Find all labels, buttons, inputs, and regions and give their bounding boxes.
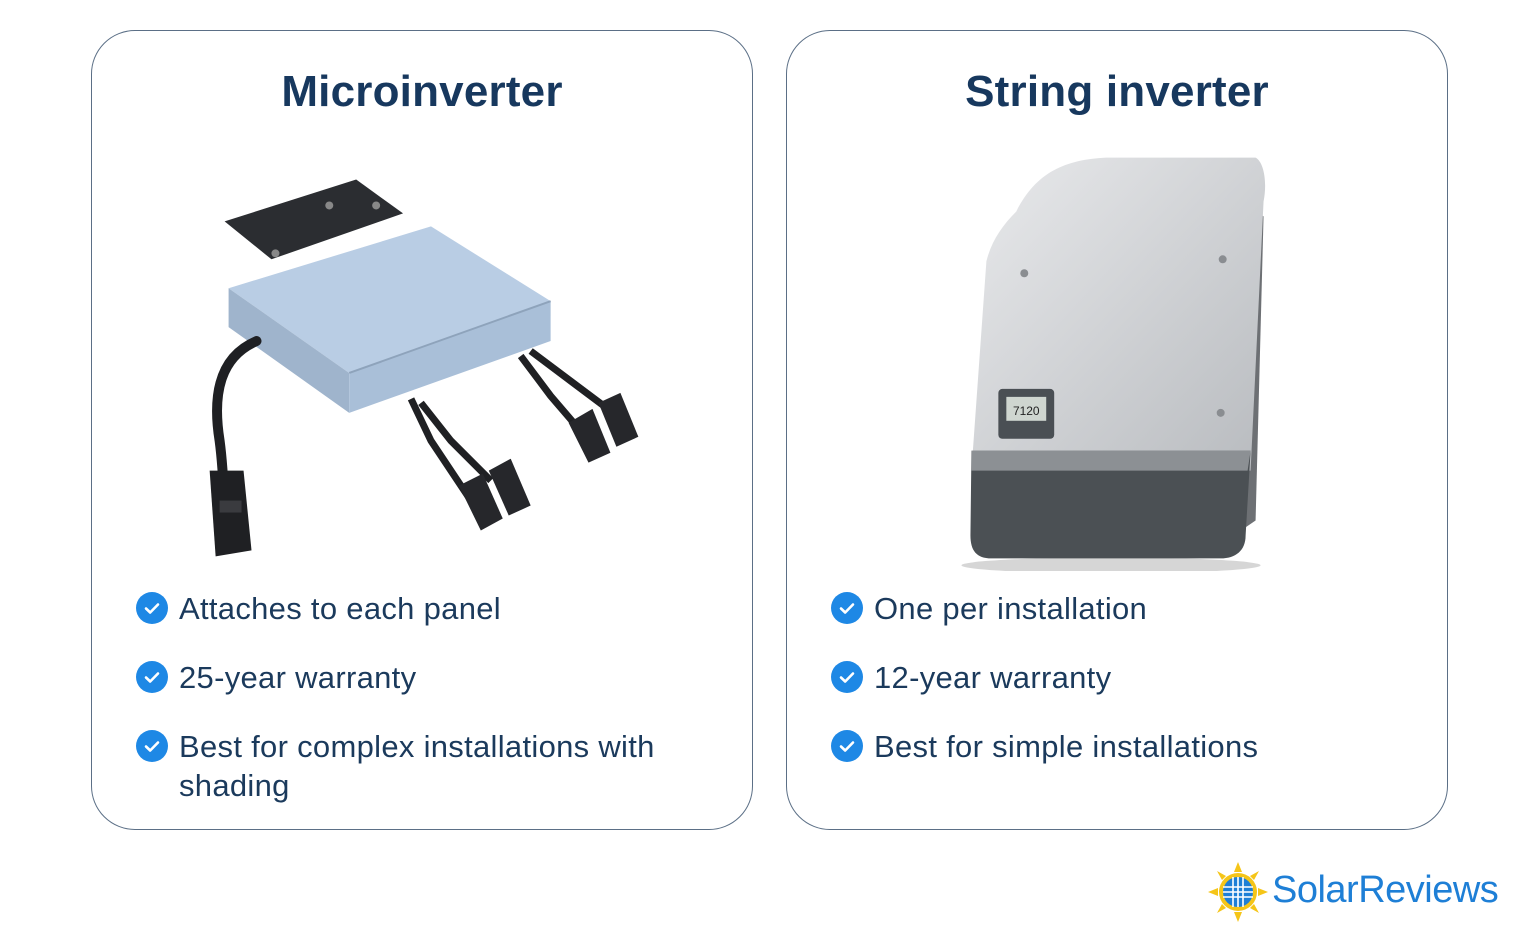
feature-text: One per installation	[874, 591, 1148, 626]
feature-item: Best for simple installations	[831, 727, 1391, 766]
check-icon	[831, 661, 863, 693]
solarreviews-logo[interactable]: SolarReviews	[1208, 862, 1518, 922]
string-inverter-card: String inverter 7120 One per installatio…	[786, 30, 1448, 830]
feature-text: Best for complex installations with shad…	[179, 729, 655, 803]
feature-text: 25-year warranty	[179, 660, 417, 695]
microinverter-card: Microinverter Attaches to each panel	[91, 30, 753, 830]
feature-item: One per installation	[831, 589, 1391, 628]
check-icon	[136, 592, 168, 624]
string-inverter-image: 7120	[961, 157, 1266, 571]
card-title: String inverter	[965, 67, 1269, 116]
feature-item: 12-year warranty	[831, 658, 1391, 697]
feature-text: 12-year warranty	[874, 660, 1112, 695]
feature-list: One per installation 12-year warranty Be…	[831, 589, 1391, 766]
feature-item: Attaches to each panel	[136, 589, 696, 628]
card-title: Microinverter	[281, 67, 563, 116]
check-icon	[136, 730, 168, 762]
check-icon	[831, 730, 863, 762]
sun-icon	[1208, 862, 1268, 922]
check-icon	[136, 661, 168, 693]
brand-name: SolarReviews	[1272, 869, 1499, 911]
feature-item: 25-year warranty	[136, 658, 696, 697]
feature-text: Best for simple installations	[874, 729, 1259, 764]
check-icon	[831, 592, 863, 624]
feature-text: Attaches to each panel	[179, 591, 501, 626]
display-reading: 7120	[1013, 404, 1040, 418]
feature-list: Attaches to each panel 25-year warranty …	[136, 589, 696, 805]
feature-item: Best for complex installations with shad…	[136, 727, 696, 805]
microinverter-image	[209, 179, 639, 557]
